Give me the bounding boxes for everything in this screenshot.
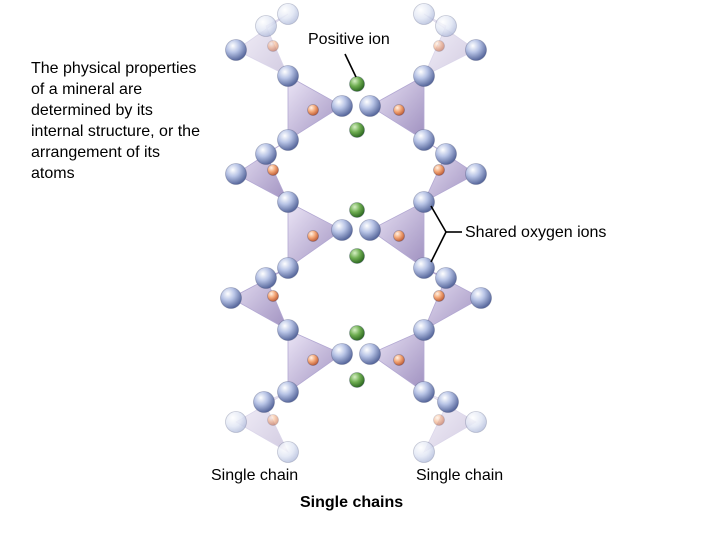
right-silicon-ion (433, 164, 445, 176)
left-oxygen-ion (277, 191, 299, 213)
right-oxygen-ion (437, 391, 459, 413)
right-oxygen-ion (465, 39, 487, 61)
right-oxygen-ion (413, 3, 435, 25)
right-oxygen-ion (465, 163, 487, 185)
left-oxygen-ion (331, 219, 353, 241)
right-silicon-ion (433, 40, 445, 52)
right-chain-label: Single chain (416, 467, 504, 484)
shared-oxygen-label: Shared oxygen ions (465, 224, 607, 241)
right-oxygen-ion (435, 15, 457, 37)
right-oxygen-ion (413, 191, 435, 213)
left-oxygen-ion (220, 287, 242, 309)
right-oxygen-ion (435, 143, 457, 165)
right-oxygen-ion (413, 381, 435, 403)
right-silicon-ion (393, 354, 405, 366)
left-silicon-ion (307, 354, 319, 366)
left-silicon-ion (267, 414, 279, 426)
left-silicon-ion (267, 164, 279, 176)
right-oxygen-ion (435, 267, 457, 289)
positive-ion-pointer (344, 53, 357, 78)
right-oxygen-ion (413, 129, 435, 151)
positive-ion (349, 76, 365, 92)
right-oxygen-ion (413, 441, 435, 463)
left-silicon-ion (307, 230, 319, 242)
left-chain-label: Single chain (211, 467, 299, 484)
right-oxygen-ion (470, 287, 492, 309)
positive-ion (349, 325, 365, 341)
right-oxygen-ion (413, 65, 435, 87)
pointer-lines (344, 53, 462, 263)
left-oxygen-ion (277, 129, 299, 151)
right-oxygen-ion (359, 219, 381, 241)
left-oxygen-ion (277, 319, 299, 341)
left-oxygen-ion (225, 39, 247, 61)
figure-caption: Single chains (300, 494, 404, 511)
positive-ion (349, 122, 365, 138)
left-oxygen-ion (331, 95, 353, 117)
left-oxygen-ion (253, 391, 275, 413)
left-silicon-ion (267, 290, 279, 302)
positive-ion (349, 248, 365, 264)
left-oxygen-ion (331, 343, 353, 365)
right-silicon-ion (433, 414, 445, 426)
left-oxygen-ion (255, 15, 277, 37)
positive-ion-label: Positive ion (308, 31, 390, 48)
left-oxygen-ion (225, 411, 247, 433)
left-oxygen-ion (225, 163, 247, 185)
right-oxygen-ion (359, 343, 381, 365)
right-silicon-ion (393, 230, 405, 242)
left-silicon-ion (307, 104, 319, 116)
left-oxygen-ion (277, 3, 299, 25)
positive-ion (349, 372, 365, 388)
left-oxygen-ion (255, 143, 277, 165)
right-silicon-ion (433, 290, 445, 302)
right-oxygen-ion (413, 257, 435, 279)
right-oxygen-ion (413, 319, 435, 341)
positive-ion (349, 202, 365, 218)
right-oxygen-ion (465, 411, 487, 433)
left-oxygen-ion (277, 441, 299, 463)
right-oxygen-ion (359, 95, 381, 117)
left-silicon-ion (267, 40, 279, 52)
right-silicon-ion (393, 104, 405, 116)
left-oxygen-ion (277, 381, 299, 403)
atoms-layer (220, 3, 492, 463)
shared-oxygen-pointer (430, 205, 447, 263)
left-oxygen-ion (255, 267, 277, 289)
description-text: The physical properties of a mineral are… (31, 60, 200, 182)
left-oxygen-ion (277, 65, 299, 87)
left-oxygen-ion (277, 257, 299, 279)
